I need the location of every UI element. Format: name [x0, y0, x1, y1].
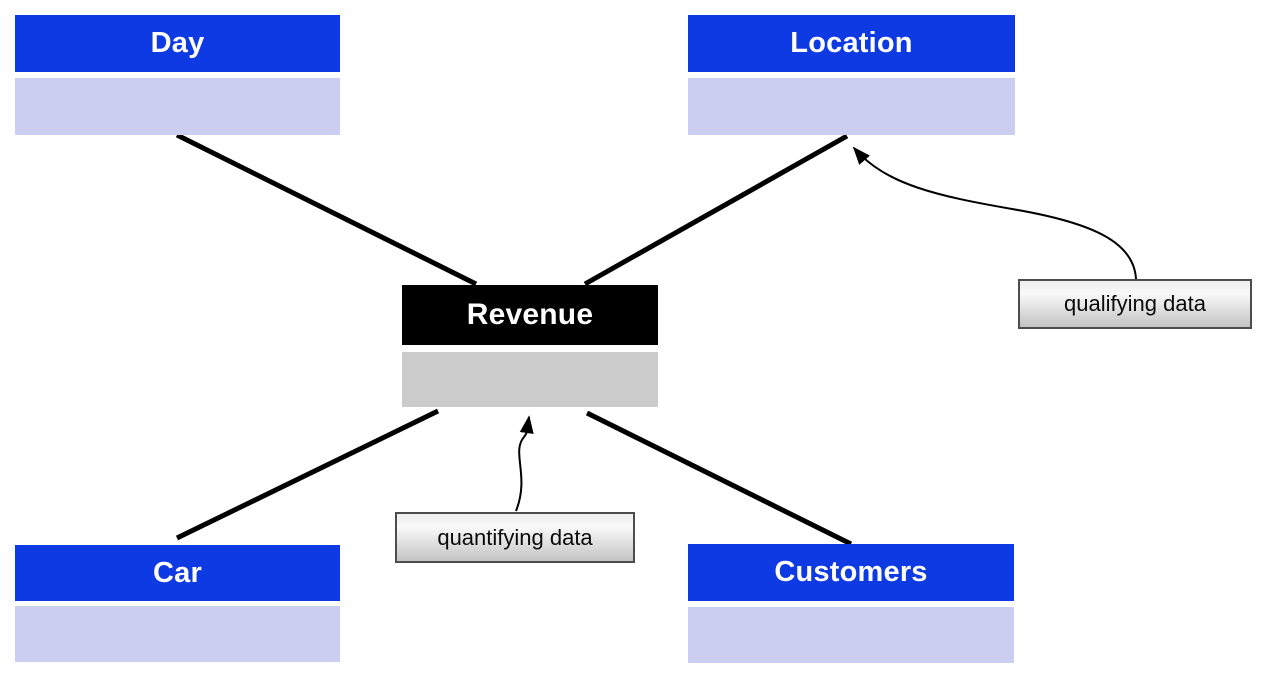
callout-qualifying-data: qualifying data — [1018, 279, 1252, 329]
revenue-attributes-area — [402, 352, 658, 407]
day-attributes-area — [15, 78, 340, 135]
callout-qualifying-label: qualifying data — [1064, 291, 1206, 316]
callout-quantifying-data: quantifying data — [395, 512, 635, 563]
car-title: Car — [153, 556, 202, 589]
day-title: Day — [150, 27, 205, 59]
dimension-table-location: Location — [688, 15, 1015, 135]
connector-revenue-location — [583, 133, 849, 287]
dimension-table-car: Car — [15, 545, 340, 662]
connector-day-revenue — [175, 132, 478, 287]
revenue-header: Revenue — [402, 285, 658, 345]
callout-arrow-qualifying — [852, 146, 1137, 280]
car-header: Car — [15, 545, 340, 601]
location-title: Location — [790, 27, 913, 59]
car-attributes-area — [15, 606, 340, 662]
customers-header: Customers — [688, 544, 1014, 601]
fact-table-revenue: Revenue — [402, 285, 658, 407]
customers-attributes-area — [688, 607, 1014, 663]
location-header: Location — [688, 15, 1015, 72]
callout-quantifying-label: quantifying data — [437, 524, 593, 550]
location-attributes-area — [688, 78, 1015, 135]
dimension-table-day: Day — [15, 15, 340, 135]
connector-revenue-customers — [585, 410, 853, 547]
day-header: Day — [15, 15, 340, 72]
customers-title: Customers — [774, 556, 928, 588]
revenue-title: Revenue — [466, 298, 594, 331]
connector-revenue-car — [175, 408, 440, 541]
dimension-table-customers: Customers — [688, 544, 1014, 663]
callout-arrow-quantifying — [515, 415, 534, 512]
